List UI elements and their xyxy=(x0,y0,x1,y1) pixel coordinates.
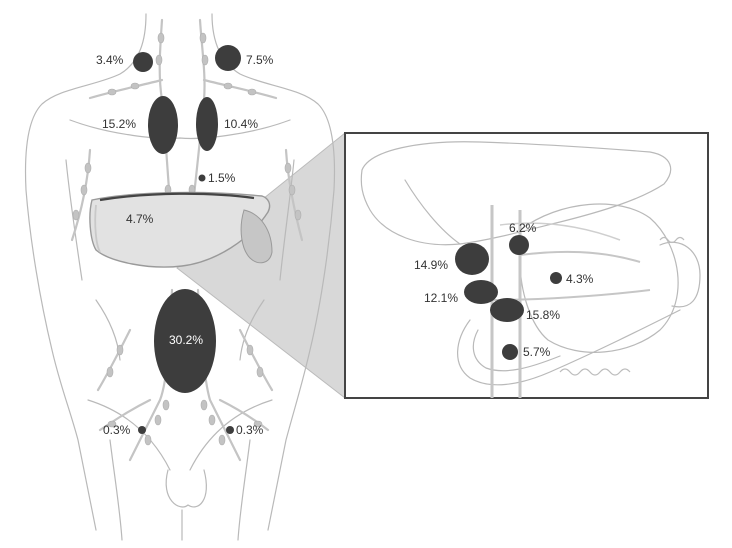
label-inset-right: 4.3% xyxy=(566,272,594,286)
label-right-inguinal: 0.3% xyxy=(236,423,264,437)
inset-frame xyxy=(344,132,709,399)
label-left-mediastinal: 15.2% xyxy=(102,117,136,131)
metastasis-inset-upper xyxy=(509,235,529,255)
label-inset-upper: 6.2% xyxy=(509,221,537,235)
metastasis-right-inguinal xyxy=(226,426,234,434)
label-inset-lower: 5.7% xyxy=(523,345,551,359)
label-para-aortic: 30.2% xyxy=(169,333,203,347)
metastasis-right-supraclavicular xyxy=(215,45,241,71)
label-left-supraclavicular: 3.4% xyxy=(96,53,124,67)
label-right-mediastinal: 10.4% xyxy=(224,117,258,131)
metastasis-lower-mediastinal xyxy=(198,174,206,182)
metastasis-inset-left xyxy=(455,243,489,275)
inset-panel xyxy=(344,132,709,399)
metastasis-inset-lower xyxy=(502,344,518,360)
label-liver: 4.7% xyxy=(126,212,154,226)
metastasis-para-aortic xyxy=(154,289,216,393)
metastasis-inset-mid-left xyxy=(464,280,498,304)
body-metastases xyxy=(133,45,241,434)
body-outline xyxy=(24,13,336,541)
liver xyxy=(89,191,273,268)
label-lower-mediastinal: 1.5% xyxy=(208,171,236,185)
label-inset-left: 14.9% xyxy=(414,258,448,272)
metastasis-left-inguinal xyxy=(138,426,146,434)
metastasis-left-supraclavicular xyxy=(133,52,153,72)
inset-metastases xyxy=(455,235,562,360)
metastasis-left-mediastinal xyxy=(148,96,178,154)
metastasis-right-mediastinal xyxy=(196,97,218,151)
label-right-supraclavicular: 7.5% xyxy=(246,53,274,67)
metastasis-inset-mid xyxy=(490,298,524,322)
label-left-inguinal: 0.3% xyxy=(103,423,131,437)
body-labels: 3.4% 7.5% 15.2% 10.4% 1.5% 4.7% 30.2% 0.… xyxy=(96,53,274,437)
label-inset-mid: 15.8% xyxy=(526,308,560,322)
metastasis-inset-right xyxy=(550,272,562,284)
inset-labels: 6.2% 14.9% 4.3% 12.1% 15.8% 5.7% xyxy=(414,221,594,359)
label-inset-mid-left: 12.1% xyxy=(424,291,458,305)
